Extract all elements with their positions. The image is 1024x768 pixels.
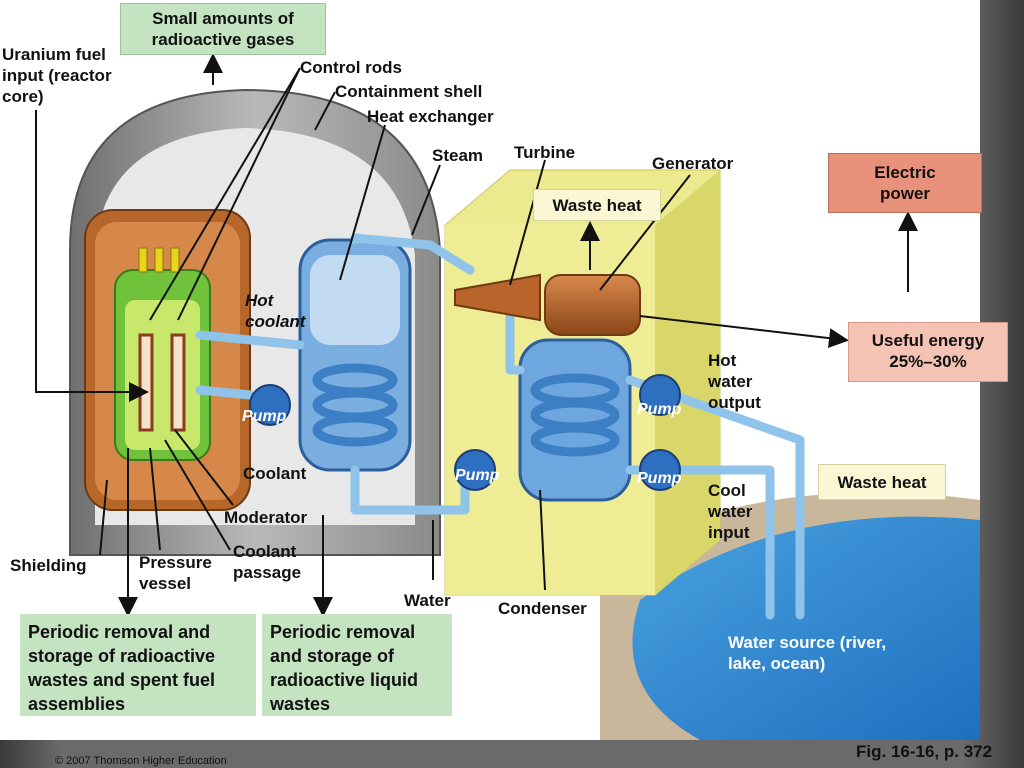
label-shielding: Shielding (10, 556, 87, 575)
label-cool-water-input: Cool water input (708, 481, 753, 542)
label-uranium-fuel: Uranium fuel input (reactor core) (2, 45, 112, 106)
label-coolant-passage: Coolant passage (233, 542, 302, 582)
turbine-building-side (655, 170, 720, 595)
fuel-rod-1 (138, 333, 154, 432)
label-hot-water-output: Hot water output (708, 351, 761, 412)
label-hot-coolant: Hot coolant (245, 291, 306, 331)
label-small-gases: Small amounts of radioactive gases (120, 3, 326, 55)
pumps (249, 374, 681, 491)
label-pressure-vessel: Pressure vessel (139, 553, 212, 593)
label-condenser: Condenser (498, 599, 587, 618)
label-water-source: Water source (river, lake, ocean) (728, 633, 887, 673)
water-body (632, 516, 980, 740)
moderator-core (125, 300, 200, 450)
label-control-rods: Control rods (300, 58, 402, 77)
heat-exchanger-coil (312, 363, 398, 447)
label-waste-heat-top: Waste heat (533, 189, 661, 221)
generator (544, 274, 641, 336)
label-electric-power: Electric power (828, 153, 982, 213)
label-turbine: Turbine (514, 143, 576, 162)
control-rod-tops (138, 247, 180, 273)
fuel-rod-2 (170, 333, 186, 432)
copyright-text: © 2007 Thomson Higher Education (55, 755, 227, 767)
label-heat-exchanger: Heat exchanger (367, 107, 494, 126)
box-removal-liquid-wastes: Periodic removal and storage of radioact… (262, 614, 452, 716)
label-useful-energy: Useful energy 25%–30% (848, 322, 1008, 382)
label-containment-shell: Containment shell (335, 82, 483, 101)
label-pump-4: Pump (637, 470, 682, 487)
label-waste-heat-right: Waste heat (818, 464, 946, 500)
label-pump-3: Pump (455, 467, 500, 484)
label-pump-2: Pump (637, 401, 682, 418)
label-generator: Generator (652, 154, 734, 173)
leader-lines (35, 53, 918, 617)
figure-reference: Fig. 16-16, p. 372 (856, 742, 993, 761)
label-moderator: Moderator (224, 508, 308, 527)
heat-exchanger-steam (310, 255, 400, 345)
condenser-coil (530, 373, 620, 457)
box-removal-solid-wastes: Periodic removal and storage of radioact… (20, 614, 256, 716)
label-coolant: Coolant (243, 464, 307, 483)
label-steam: Steam (432, 146, 484, 165)
label-water: Water (404, 591, 451, 610)
label-pump-1: Pump (242, 408, 287, 425)
